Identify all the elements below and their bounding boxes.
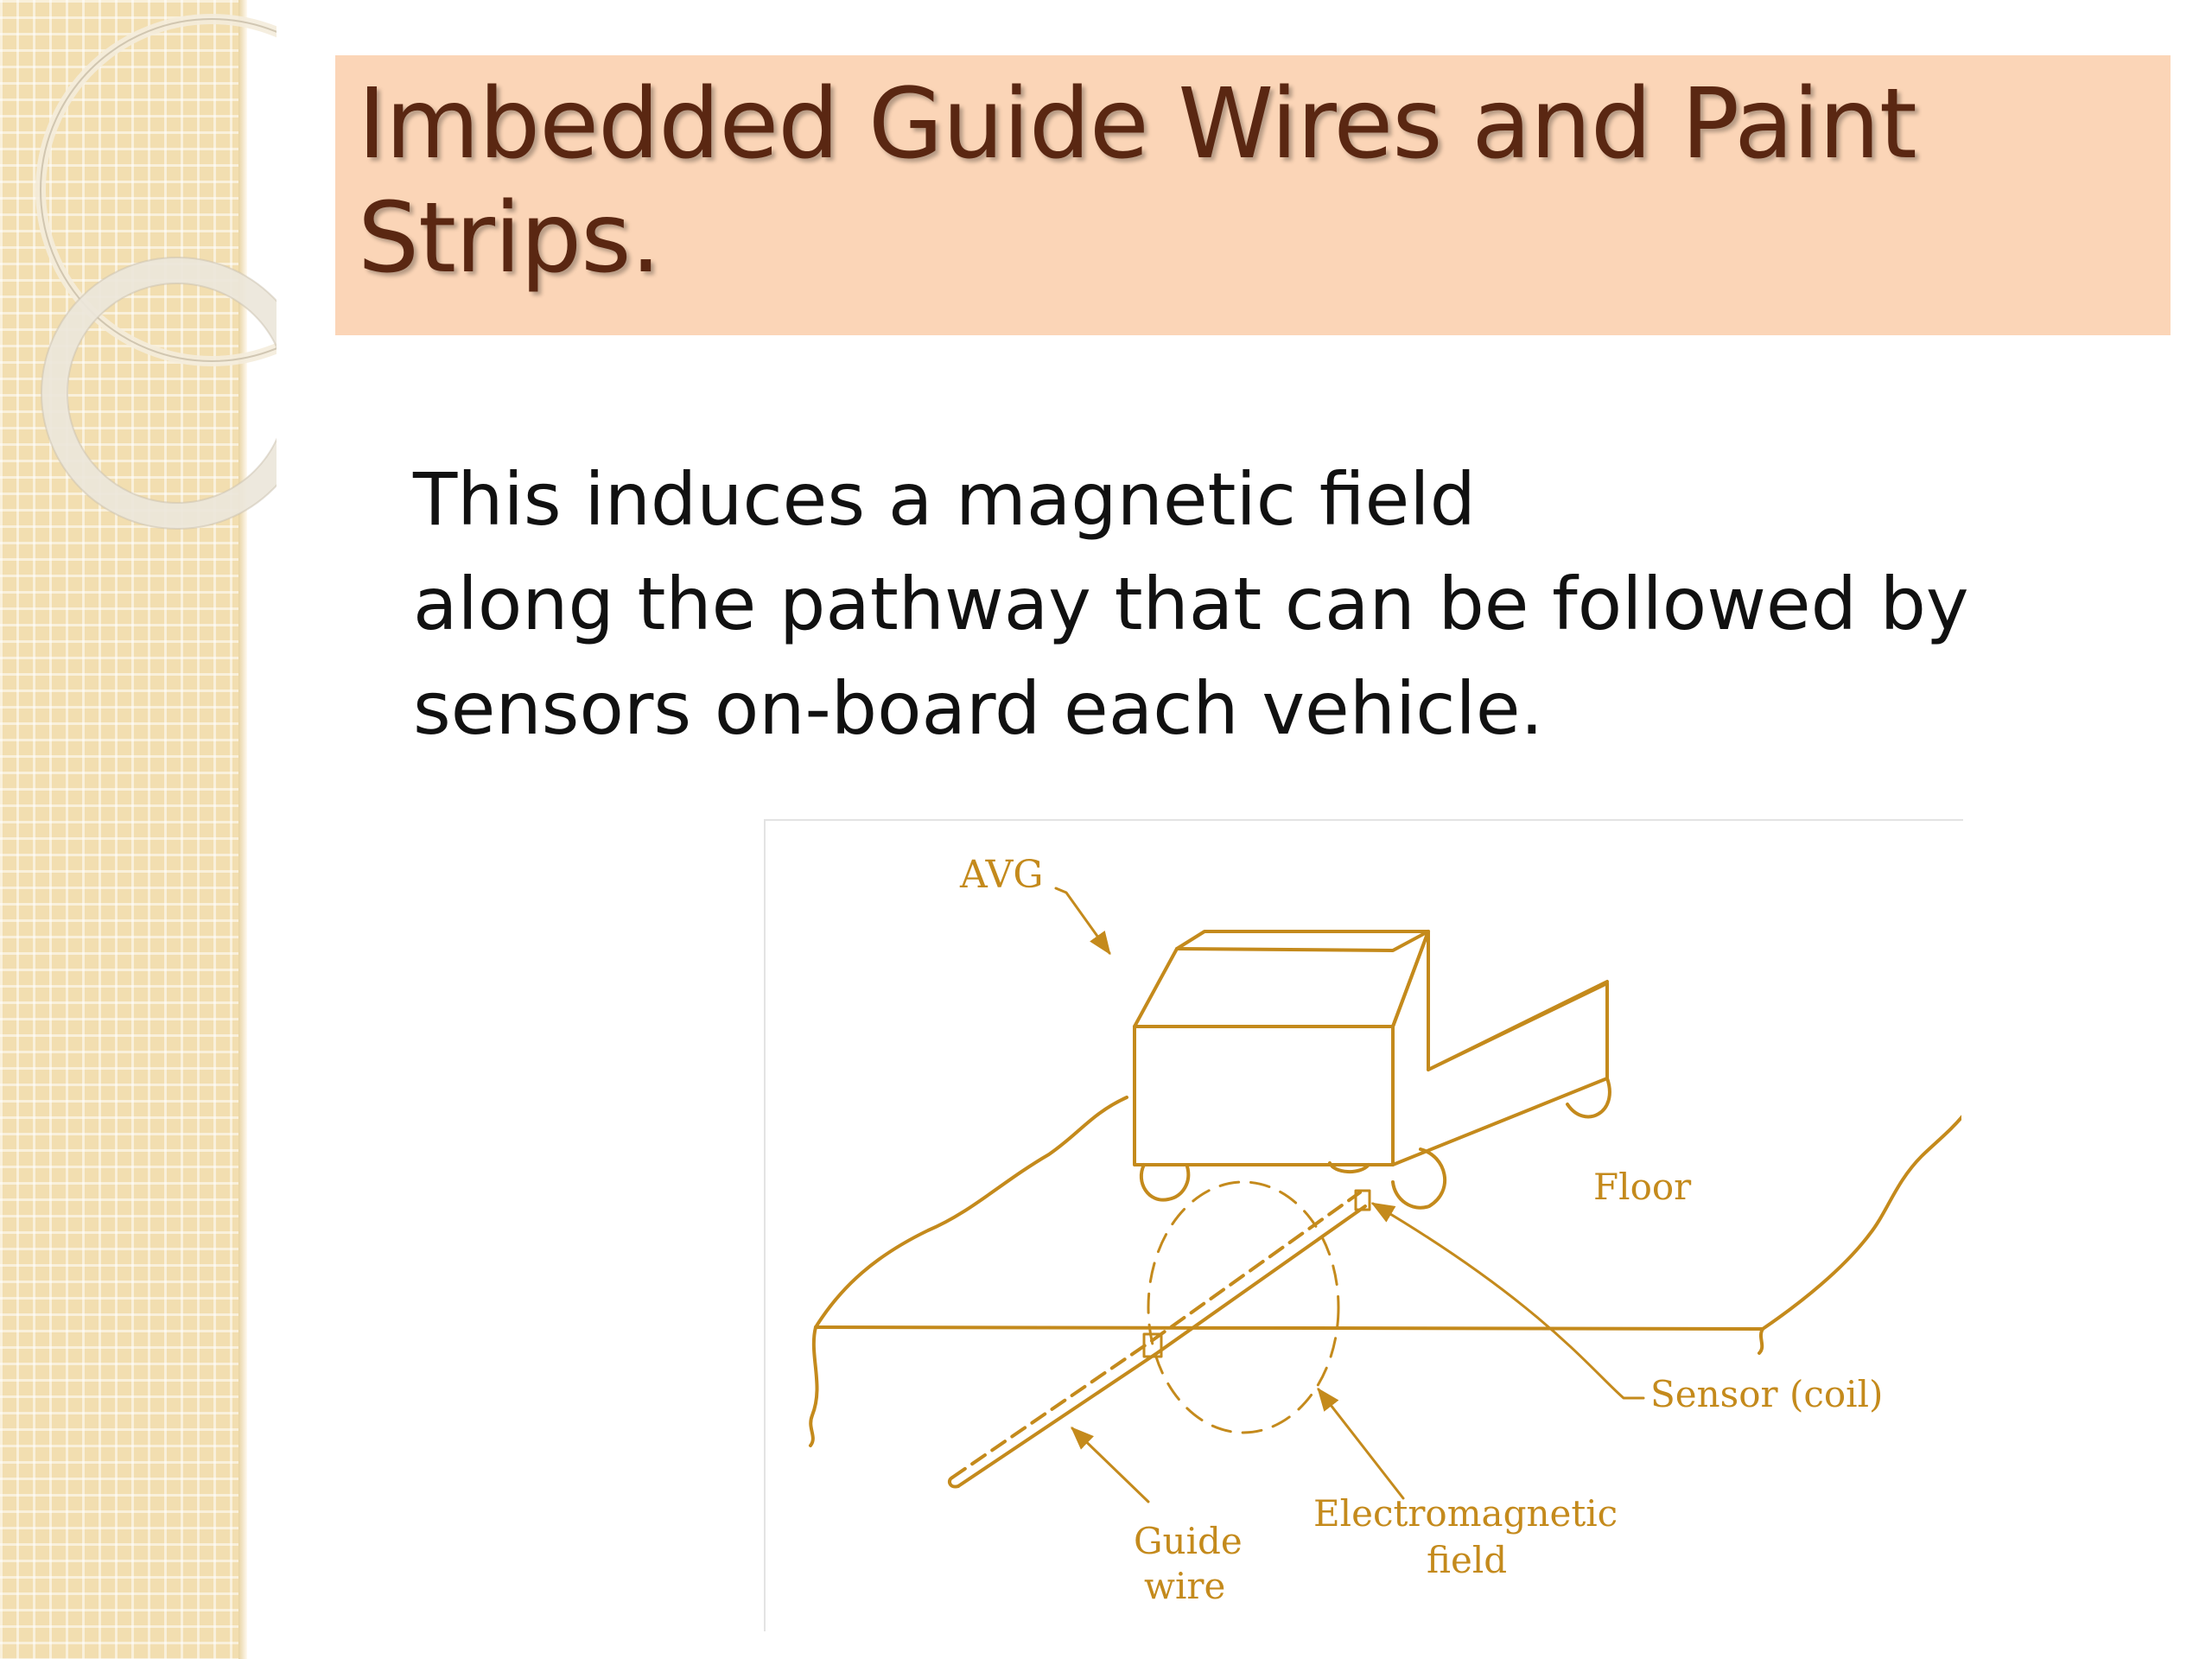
body-text: This induces a magnetic field along the … bbox=[413, 448, 2055, 761]
guide-wire bbox=[947, 1189, 1371, 1489]
agv-guide-wire-diagram: AVG Floor Sensor (coil) Electromagnetic … bbox=[809, 853, 1961, 1607]
label-leaders bbox=[1054, 887, 1645, 1503]
body-line-1: This induces a magnetic field bbox=[413, 457, 1476, 542]
floor-outline bbox=[809, 1096, 1961, 1447]
decorative-rings bbox=[35, 14, 276, 530]
label-sensor-coil: Sensor (coil) bbox=[1650, 1373, 1883, 1415]
sidebar-edge-shadow bbox=[238, 0, 247, 1659]
title-banner bbox=[335, 55, 2171, 335]
figure-frame bbox=[764, 819, 1963, 1631]
label-field: field bbox=[1427, 1539, 1507, 1581]
decorative-ring-small bbox=[41, 257, 276, 529]
electromagnetic-field bbox=[1147, 1180, 1340, 1434]
body-line-2: along the pathway that can be followed b… bbox=[413, 562, 1969, 646]
body-line-3: sensors on-board each vehicle. bbox=[413, 666, 1544, 751]
label-floor: Floor bbox=[1593, 1166, 1692, 1208]
label-electromagnetic: Electromagnetic bbox=[1313, 1492, 1618, 1535]
label-wire: wire bbox=[1144, 1565, 1225, 1607]
label-avg: AVG bbox=[959, 853, 1044, 897]
slide-title: Imbedded Guide Wires and Paint Strips. bbox=[358, 68, 1917, 295]
label-guide: Guide bbox=[1134, 1520, 1243, 1562]
agv-vehicle bbox=[1133, 930, 1611, 1210]
